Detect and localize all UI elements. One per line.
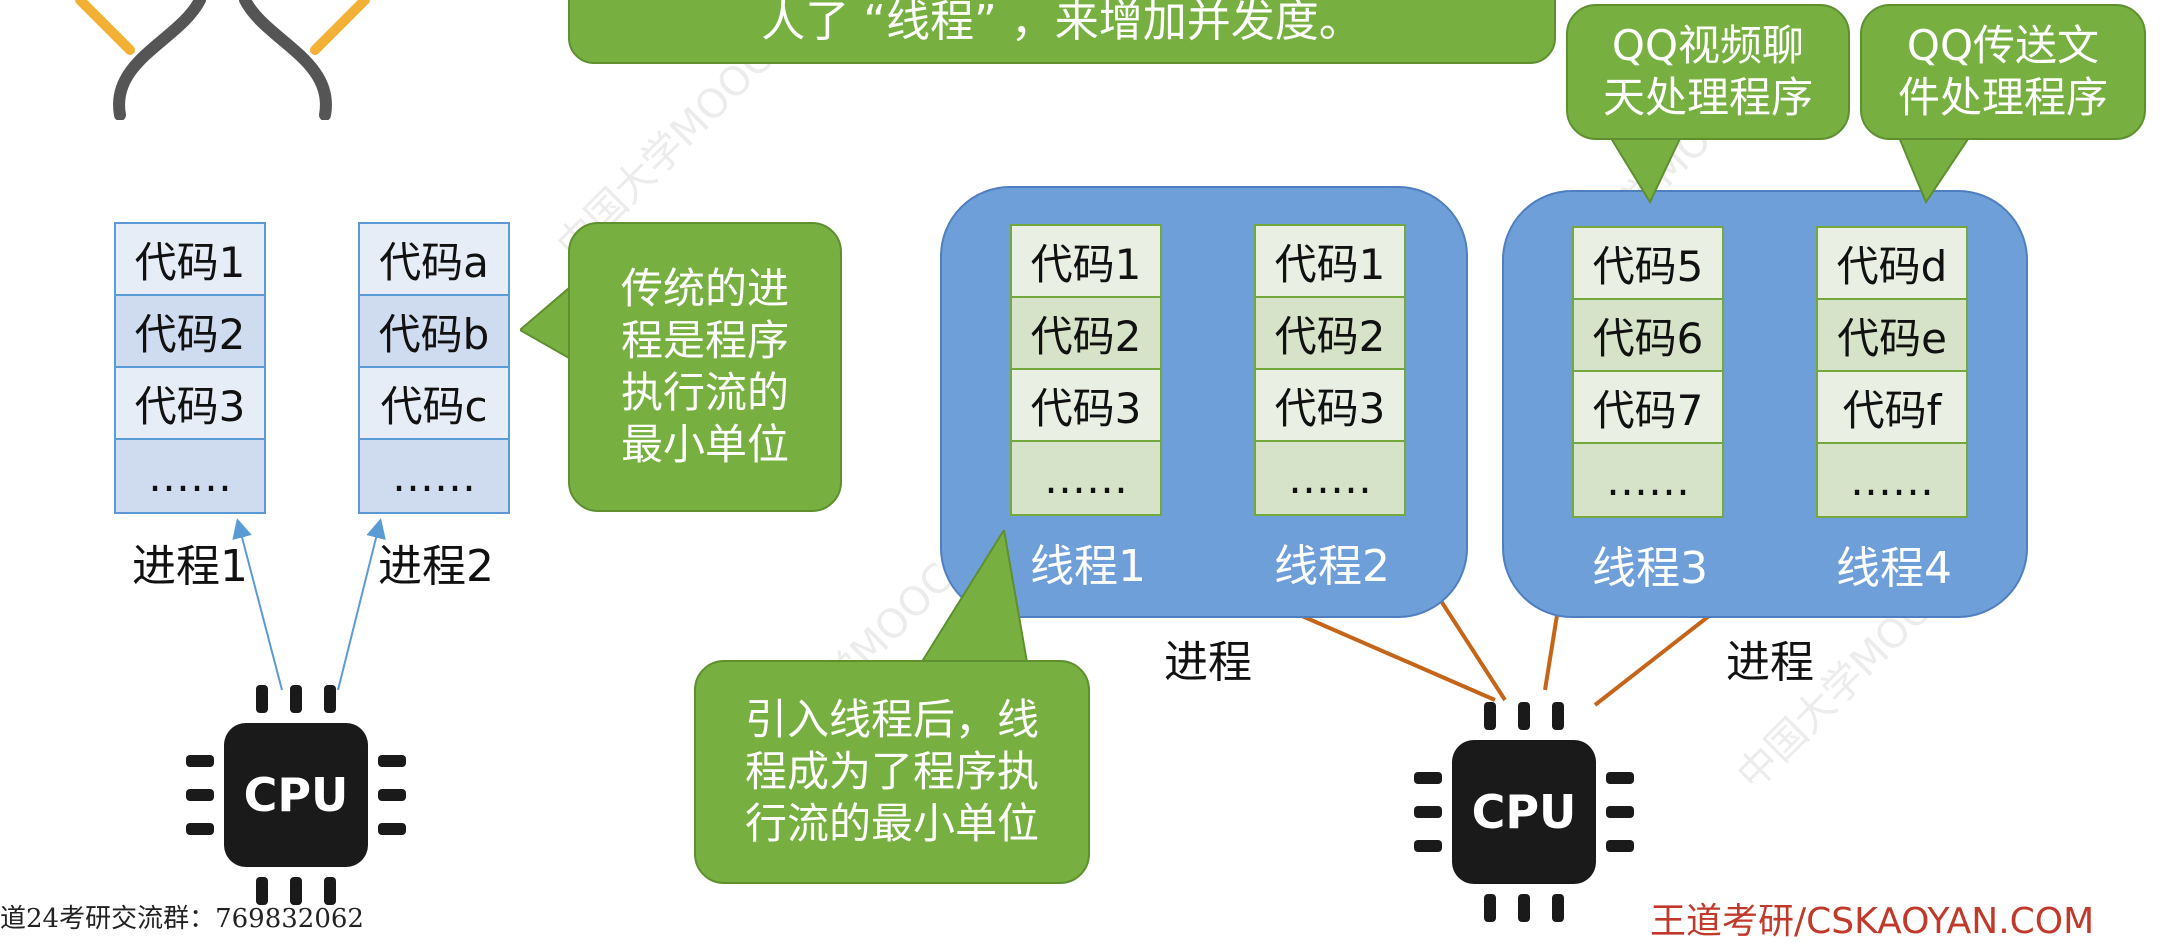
traditional-process-callout: 传统的进 程是程序 执行流的 最小单位 bbox=[568, 222, 842, 512]
code-cell: 代码3 bbox=[116, 368, 264, 440]
code-cell: 代码d bbox=[1818, 228, 1966, 300]
cpu-chip-right: CPU bbox=[1414, 702, 1634, 922]
after-threads-callout: 引入线程后，线 程成为了程序执 行流的最小单位 bbox=[694, 660, 1090, 884]
cpu-label-right: CPU bbox=[1452, 740, 1596, 884]
qq-file-text: QQ传送文 件处理程序 bbox=[1897, 21, 2108, 122]
code-cell: 代码7 bbox=[1574, 372, 1722, 444]
code-cell: 代码1 bbox=[116, 224, 264, 296]
thread4-code-stack: 代码d 代码e 代码f …… bbox=[1816, 226, 1968, 518]
qq-video-callout: QQ视频聊 天处理程序 bbox=[1566, 4, 1850, 140]
thread2-label: 线程2 bbox=[1274, 541, 1390, 592]
thread1-code-stack: 代码1 代码2 代码3 …… bbox=[1010, 224, 1162, 516]
arrow-cpu-to-process2 bbox=[337, 518, 386, 691]
code-cell: 代码3 bbox=[1256, 370, 1404, 442]
code-cell: 代码a bbox=[360, 224, 508, 296]
qq-video-text: QQ视频聊 天处理程序 bbox=[1602, 21, 1813, 122]
callout-pointer bbox=[918, 530, 1030, 669]
code-cell: 代码2 bbox=[116, 296, 264, 368]
arrow-cpu-to-process1 bbox=[232, 518, 283, 691]
code-cell: 代码3 bbox=[1012, 370, 1160, 442]
code-cell: 代码b bbox=[360, 296, 508, 368]
thread4-label: 线程4 bbox=[1836, 543, 1952, 594]
code-cell: 代码1 bbox=[1012, 226, 1160, 298]
code-cell: 代码e bbox=[1818, 300, 1966, 372]
process-a-label: 进程 bbox=[1164, 637, 1252, 688]
code-cell: 代码6 bbox=[1574, 300, 1722, 372]
code-cell: …… bbox=[1012, 442, 1160, 514]
code-cell: …… bbox=[1818, 444, 1966, 516]
callout-pointer bbox=[1894, 130, 1976, 205]
traditional-process-text: 传统的进 程是程序 执行流的 最小单位 bbox=[620, 264, 789, 469]
code-cell: …… bbox=[116, 440, 264, 512]
qq-file-callout: QQ传送文 件处理程序 bbox=[1860, 4, 2146, 140]
after-threads-text: 引入线程后，线 程成为了程序执 行流的最小单位 bbox=[744, 695, 1039, 848]
code-cell: 代码1 bbox=[1256, 226, 1404, 298]
thread1-label: 线程1 bbox=[1030, 541, 1146, 592]
code-cell: …… bbox=[360, 440, 508, 512]
person-figure-icon bbox=[75, 0, 370, 120]
process2-code-stack: 代码a 代码b 代码c …… bbox=[358, 222, 510, 514]
code-cell: 代码f bbox=[1818, 372, 1966, 444]
process-b-label: 进程 bbox=[1726, 637, 1814, 688]
process2-label: 进程2 bbox=[378, 541, 494, 592]
brand-footer: 王道考研/CSKAOYAN.COM bbox=[1650, 901, 2095, 942]
code-cell: 代码5 bbox=[1574, 228, 1722, 300]
code-cell: 代码2 bbox=[1256, 298, 1404, 370]
process1-label: 进程1 bbox=[132, 541, 248, 592]
code-cell: …… bbox=[1574, 444, 1722, 516]
process1-code-stack: 代码1 代码2 代码3 …… bbox=[114, 222, 266, 514]
cpu-chip-left: CPU bbox=[186, 685, 406, 905]
thread3-code-stack: 代码5 代码6 代码7 …… bbox=[1572, 226, 1724, 518]
code-cell: …… bbox=[1256, 442, 1404, 514]
code-cell: 代码2 bbox=[1012, 298, 1160, 370]
thread2-code-stack: 代码1 代码2 代码3 …… bbox=[1254, 224, 1406, 516]
cpu-label-left: CPU bbox=[224, 723, 368, 867]
callout-pointer bbox=[1604, 130, 1686, 205]
qq-group-footer: 道24考研交流群：769832062 bbox=[0, 904, 364, 934]
thread3-label: 线程3 bbox=[1592, 543, 1708, 594]
code-cell: 代码c bbox=[360, 368, 508, 440]
top-banner-text: 人了 “线程” ，来增加并发度。 bbox=[761, 0, 1363, 47]
top-banner-callout: 人了 “线程” ，来增加并发度。 bbox=[568, 0, 1556, 64]
